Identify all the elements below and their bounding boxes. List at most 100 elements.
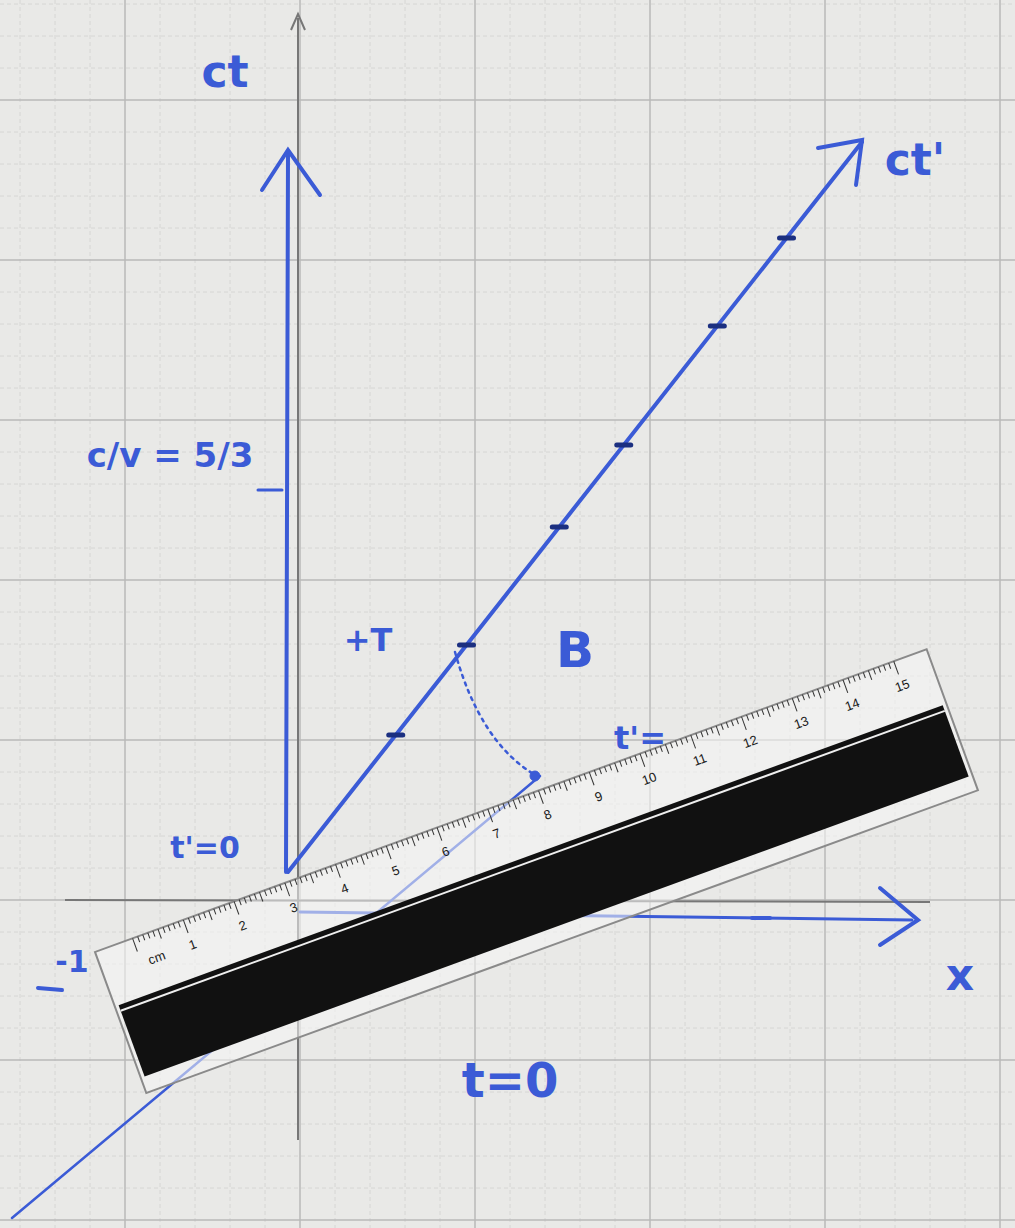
ruler-tick [742, 717, 747, 730]
grid-minor-line [545, 0, 546, 1228]
ruler-tick [163, 927, 165, 933]
ruler-tick [569, 779, 571, 785]
region-label: B [556, 625, 594, 675]
ruler-tick [183, 920, 188, 933]
ruler-tick [879, 667, 881, 673]
ruler-tick [807, 693, 809, 699]
ruler-tick [848, 678, 850, 684]
grid-major-line [0, 259, 1015, 261]
ruler-tick [462, 818, 465, 827]
ruler-tick [528, 794, 530, 800]
ruler-tick [594, 770, 596, 776]
ruler-tick [498, 805, 500, 811]
ruler-tick [310, 874, 313, 883]
ruler-tick [376, 850, 378, 856]
ruler-tick [701, 731, 703, 737]
grid-minor-line [335, 0, 336, 1228]
ruler-tick [559, 783, 561, 789]
grid-minor-line [0, 228, 1015, 229]
ruler-stripe [121, 711, 945, 1011]
line-label: t=0 [462, 1056, 559, 1104]
grid-major-line [0, 1219, 1015, 1221]
ruler-body [95, 649, 978, 1093]
ruler-tick [148, 933, 150, 939]
x-arrowhead [880, 888, 918, 945]
ruler-tick [158, 929, 161, 938]
event-label: +T [344, 624, 393, 656]
ruler-tick [478, 813, 480, 819]
ruler-tick [802, 695, 804, 701]
ruler-tick [396, 842, 398, 848]
ruler-tick [508, 802, 510, 808]
ruler-tick [315, 872, 317, 878]
ruler-number: 12 [741, 733, 759, 750]
ruler-number: 2 [237, 918, 248, 933]
grid-minor-line [370, 0, 371, 1228]
ct-arrowhead [262, 150, 320, 195]
grid-minor-line [860, 0, 861, 1228]
ruler-tick [797, 696, 799, 702]
ruler-tick [539, 791, 544, 804]
ruler-tick [417, 835, 419, 841]
grid-minor-line [755, 0, 756, 1228]
ruler-tick [452, 822, 454, 828]
grid-minor-line [0, 196, 1015, 197]
ct-prime-tick [389, 733, 403, 738]
ruler-tick [346, 861, 348, 867]
ruler-tick [199, 914, 201, 920]
ruler-tick [437, 828, 442, 841]
grid-minor-line [0, 68, 1015, 69]
ruler-tick [361, 855, 364, 864]
grid-minor-line [440, 0, 441, 1228]
ct-prime-tick [780, 236, 794, 241]
ruler-number: 13 [792, 714, 810, 731]
ruler-tick [670, 743, 672, 749]
ruler-tick [686, 737, 688, 743]
ruler-tick [610, 765, 612, 771]
ruler-tick [371, 852, 373, 858]
ruler-tick [858, 674, 860, 680]
ruler-tick [782, 702, 784, 708]
ruler-number: 7 [491, 826, 502, 841]
ruler-tick [635, 755, 637, 761]
ruler-tick [564, 781, 567, 790]
ruler-number: 14 [843, 696, 861, 713]
grid-major-line [649, 0, 651, 1228]
grid-minor-line [0, 388, 1015, 389]
grid-minor-line [0, 4, 1015, 5]
ruler-tick [818, 689, 821, 698]
ruler-tick [747, 715, 749, 721]
grid-minor-line [0, 324, 1015, 325]
ruler-tick [868, 671, 871, 680]
ruler-tick [325, 868, 327, 874]
minus-one-tick [38, 988, 62, 990]
ruler [95, 649, 978, 1093]
ct-tick [258, 489, 282, 492]
axis-label: ct' [885, 138, 946, 182]
grid-minor-line [0, 36, 1015, 37]
grid-minor-line [580, 0, 581, 1228]
grid-minor-line [0, 548, 1015, 549]
line-label: t'=0 [170, 833, 240, 863]
grid-minor-line [0, 484, 1015, 485]
grid-minor-line [0, 1188, 1015, 1189]
ruler-tick [554, 785, 556, 791]
ruler-tick [244, 898, 246, 904]
ruler-tick [579, 776, 581, 782]
ruler-tick [229, 903, 231, 909]
ruler-tick [777, 704, 779, 710]
ruler-tick [265, 890, 267, 896]
grid-major-line [0, 99, 1015, 101]
ruler-tick [681, 739, 683, 745]
event-dot [530, 771, 540, 781]
ruler-tick [620, 761, 622, 767]
ruler-tick [533, 792, 535, 798]
ruler-tick [143, 935, 145, 941]
ruler-tick [280, 885, 282, 891]
grid-minor-line [685, 0, 686, 1228]
ruler-tick [427, 831, 429, 837]
ruler-tick [843, 680, 848, 693]
grid-minor-line [0, 356, 1015, 357]
ruler-tick [513, 800, 516, 809]
grid-minor-line [510, 0, 511, 1228]
